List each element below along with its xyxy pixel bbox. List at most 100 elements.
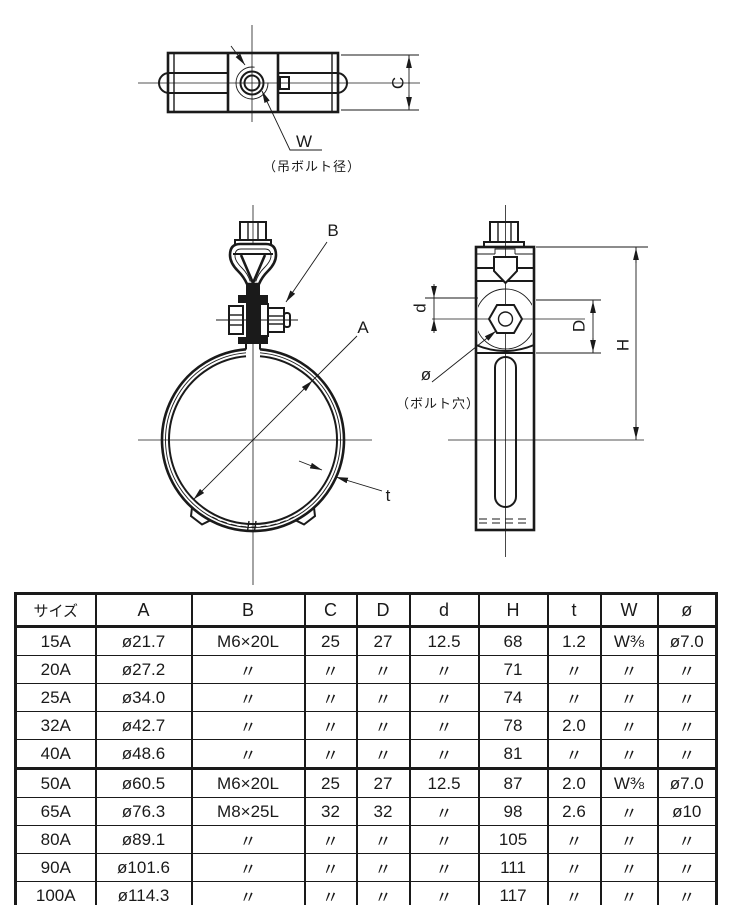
table-cell: 〃: [355, 711, 410, 740]
table-header-row: サイズ A B C D d H t W ø: [14, 593, 717, 628]
dim-label-h: H: [613, 339, 632, 351]
table-cell: M6×20L: [190, 767, 305, 798]
table-cell: 〃: [408, 655, 479, 684]
table-cell: 25: [303, 767, 357, 798]
table-cell: 〃: [546, 655, 601, 684]
table-cell: 〃: [546, 683, 601, 712]
table-cell: 117: [477, 881, 548, 905]
table-cell: 〃: [408, 739, 479, 769]
dim-label-c: C: [388, 77, 407, 89]
bolt-hole-note: （ボルト穴）: [396, 396, 480, 411]
table-cell: 〃: [190, 739, 305, 769]
table-cell: 〃: [599, 853, 658, 882]
table-cell: 50A: [14, 767, 96, 798]
table-cell: 〃: [408, 825, 479, 854]
yoke-tip: [493, 256, 518, 285]
dim-h: H: [536, 246, 648, 440]
table-cell: 15A: [14, 626, 96, 656]
table-cell: 〃: [546, 825, 601, 854]
table-cell: 12.5: [408, 626, 479, 656]
table-cell: 2.6: [546, 797, 601, 826]
table-cell: 20A: [14, 655, 96, 684]
table-cell: 111: [477, 853, 548, 882]
table-cell: 〃: [546, 853, 601, 882]
dim-a: A: [193, 318, 369, 500]
table-cell: W⅜: [599, 626, 658, 656]
table-cell: 87: [477, 767, 548, 798]
table-cell: 〃: [408, 683, 479, 712]
table-cell: 〃: [190, 853, 305, 882]
front-view: A B t: [138, 205, 391, 585]
table-cell: 〃: [355, 853, 410, 882]
table-cell: ø42.7: [94, 711, 192, 740]
nut-profile: [279, 76, 290, 90]
table-cell: 78: [477, 711, 548, 740]
table-cell: ø114.3: [94, 881, 192, 905]
table-cell: 〃: [408, 881, 479, 905]
dim-label-b: B: [327, 221, 338, 240]
table-cell: 〃: [303, 655, 357, 684]
table-cell: 〃: [303, 739, 357, 769]
bolt-hole-callout: ø （ボルト穴）: [396, 330, 497, 411]
table-cell: ø7.0: [656, 767, 717, 798]
clamp-band: [160, 340, 346, 533]
table-cell: 〃: [656, 711, 717, 740]
table-cell: 1.2: [546, 626, 601, 656]
table-cell: 68: [477, 626, 548, 656]
dim-d-small: d: [410, 284, 478, 333]
table-cell: 2.0: [546, 711, 601, 740]
dim-label-d-large: D: [569, 320, 588, 332]
table-cell: 40A: [14, 739, 96, 769]
table-cell: ø27.2: [94, 655, 192, 684]
table-cell: 〃: [190, 881, 305, 905]
table-cell: 74: [477, 683, 548, 712]
table-cell: ø7.0: [656, 626, 717, 656]
table-cell: 〃: [408, 797, 479, 826]
dim-label-t: t: [386, 486, 391, 505]
table-cell: 〃: [656, 683, 717, 712]
column-header-a: A: [94, 593, 192, 628]
table-cell: 〃: [303, 881, 357, 905]
dim-label-phi: ø: [421, 365, 431, 384]
dim-d-large: D: [536, 299, 601, 354]
table-cell: 81: [477, 739, 548, 769]
side-top-nut: [483, 221, 525, 248]
table-cell: 〃: [190, 711, 305, 740]
table-cell: 〃: [408, 853, 479, 882]
table-cell: ø89.1: [94, 825, 192, 854]
table-cell: 〃: [355, 825, 410, 854]
table-cell: 〃: [355, 683, 410, 712]
dim-label-a: A: [357, 318, 369, 337]
table-cell: ø101.6: [94, 853, 192, 882]
slot-hole: [494, 356, 517, 508]
table-cell: 〃: [190, 655, 305, 684]
yoke: [228, 242, 278, 286]
table-cell: ø34.0: [94, 683, 192, 712]
table-cell: 〃: [599, 683, 658, 712]
top-view: W （吊ボルト径） C: [138, 25, 420, 174]
column-header-w: W: [599, 593, 658, 628]
drawing-svg: W （吊ボルト径） C: [138, 25, 648, 585]
column-header-c: C: [303, 593, 357, 628]
column-header-d-large: D: [355, 593, 410, 628]
table-cell: W⅜: [599, 767, 658, 798]
table-cell: 〃: [303, 853, 357, 882]
table-cell: M8×25L: [190, 797, 305, 826]
table-cell: 32A: [14, 711, 96, 740]
table-cell: 90A: [14, 853, 96, 882]
band-bolt: [216, 283, 298, 344]
table-cell: 32: [303, 797, 357, 826]
table-cell: M6×20L: [190, 626, 305, 656]
dim-label-d-small: d: [410, 303, 429, 312]
side-bar: [474, 245, 536, 532]
column-header-b: B: [190, 593, 305, 628]
